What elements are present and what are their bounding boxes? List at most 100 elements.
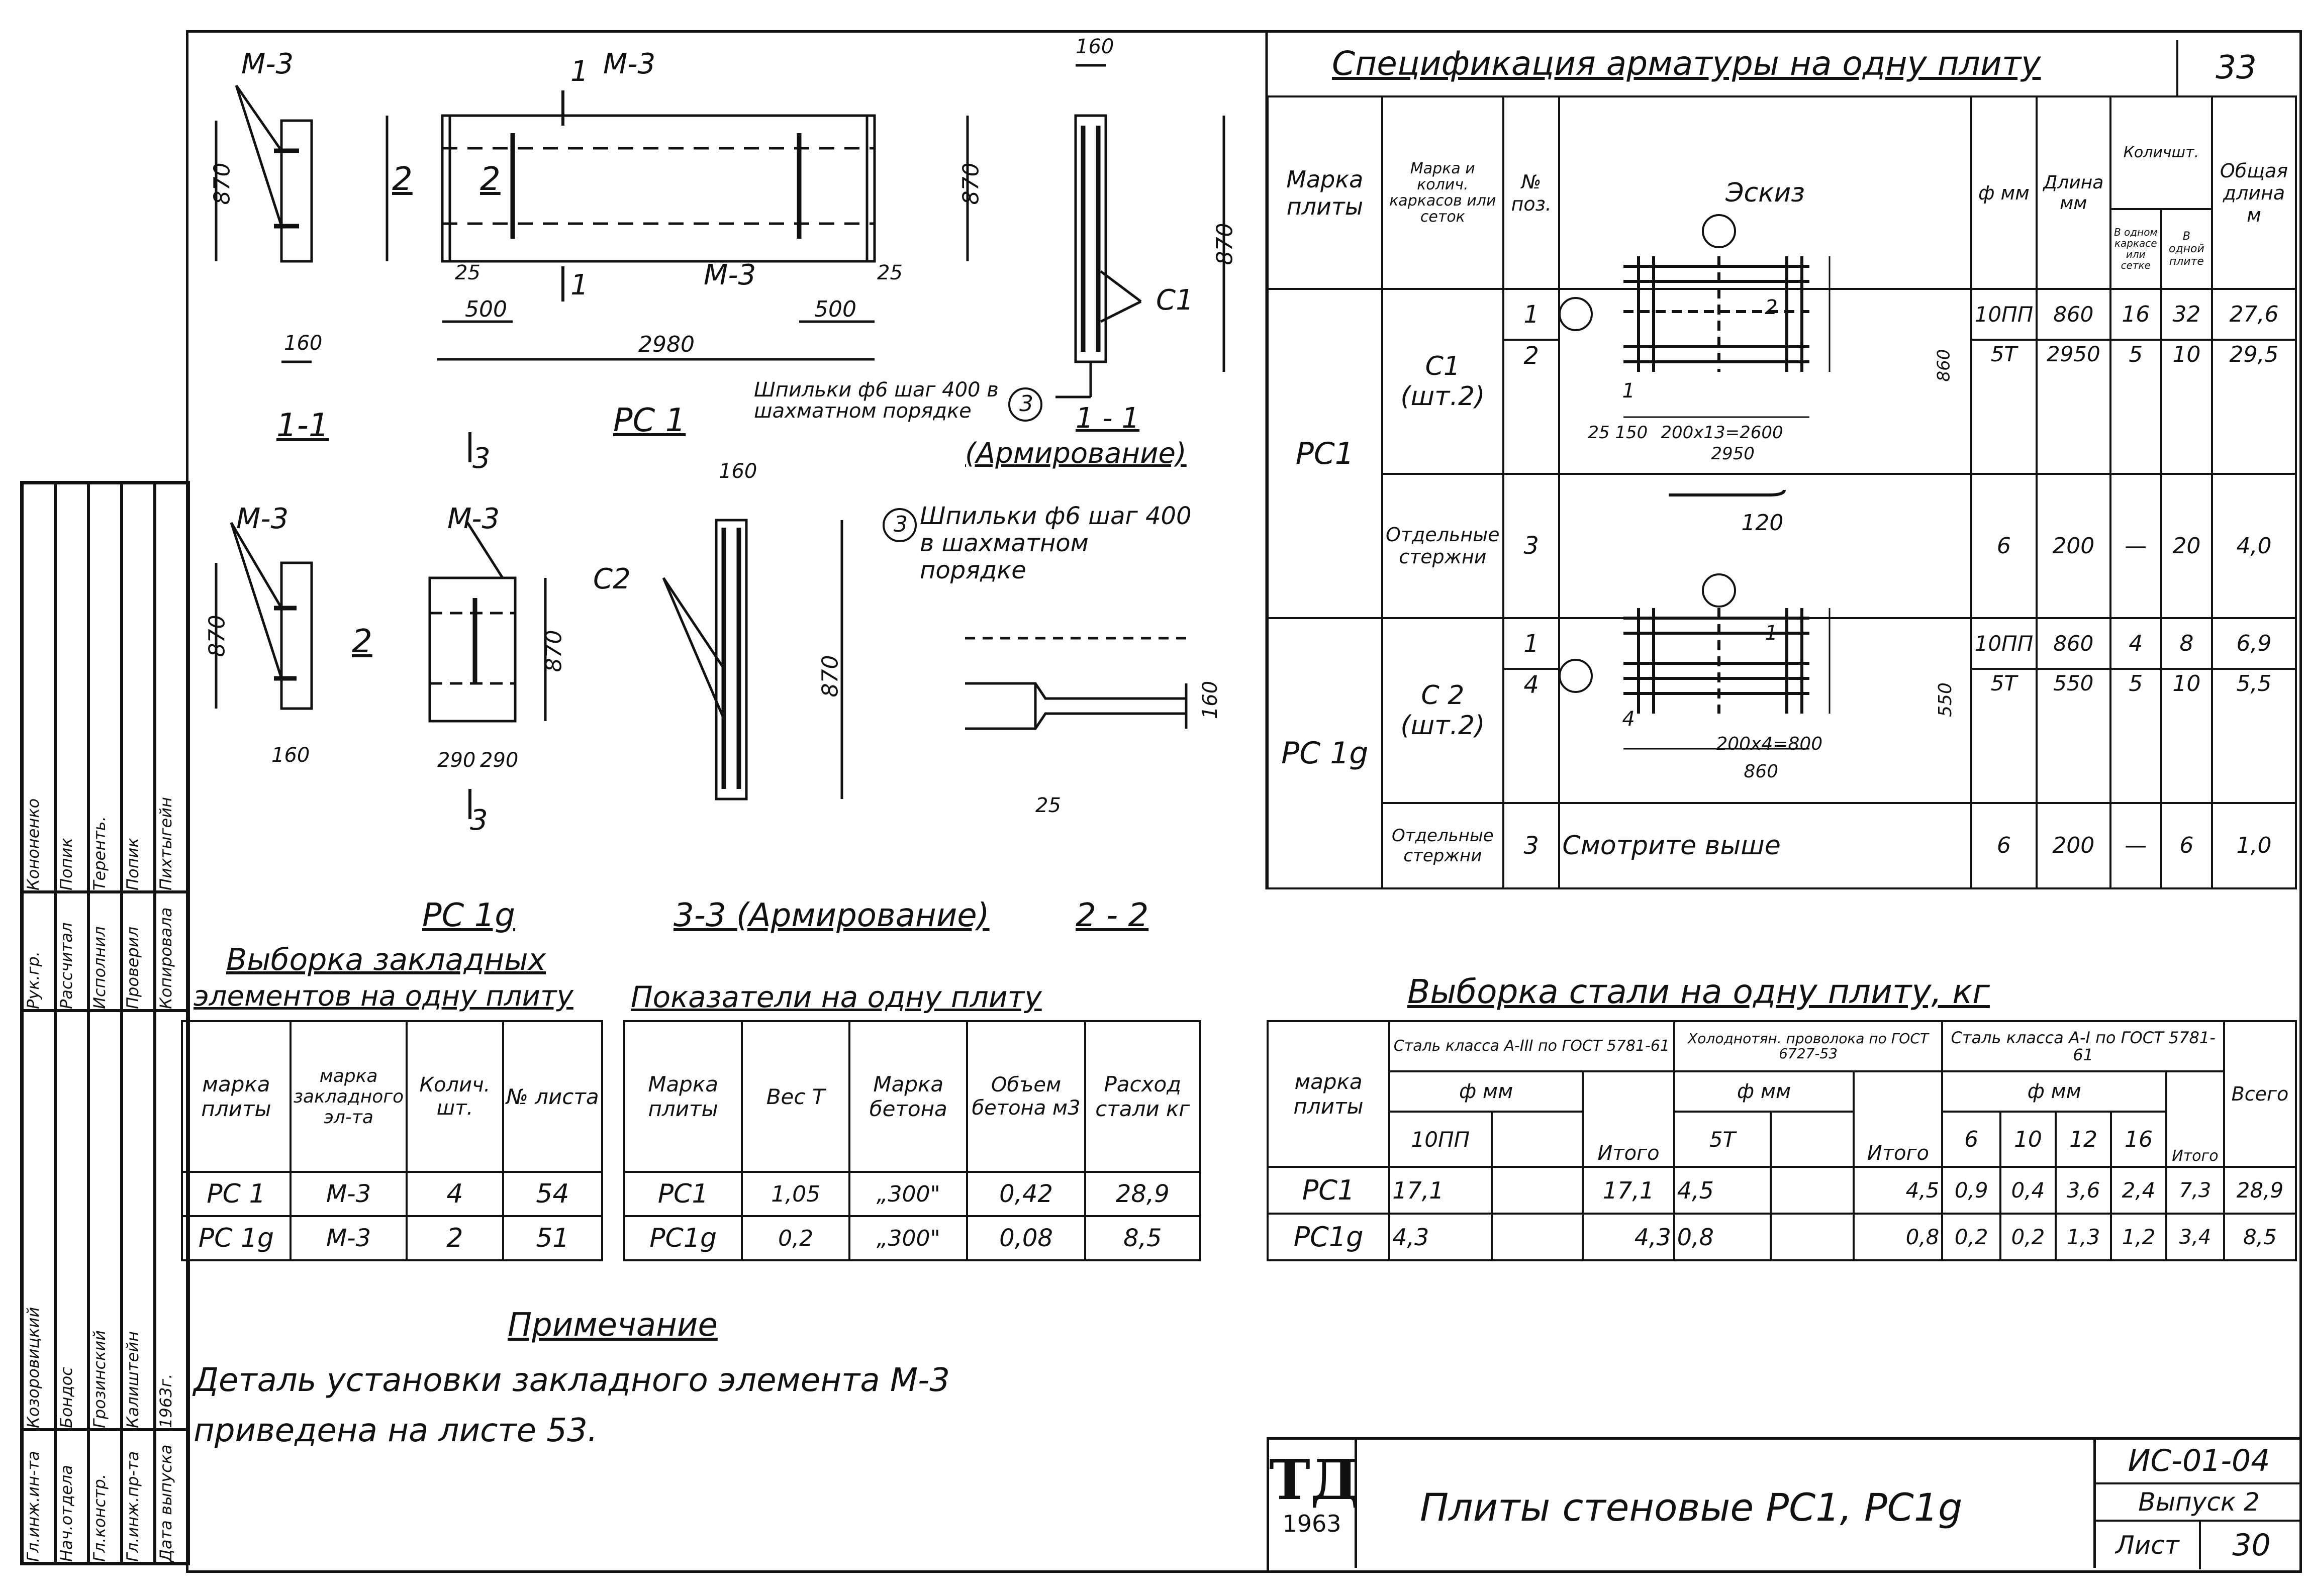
spec-header-pos: № поз. xyxy=(1502,95,1561,290)
indicators-cell: „300" xyxy=(848,1171,969,1217)
indicators-header: Объем бетона м3 xyxy=(966,1020,1086,1173)
embedded-header: марка плиты xyxy=(181,1020,292,1173)
section-2-2-title: 2 - 2 xyxy=(1076,897,1149,934)
embedded-header: № листа xyxy=(502,1020,604,1173)
steel-group-2: Холоднотян. проволока по ГОСТ 6727-53 xyxy=(1673,1020,1944,1072)
dim-label: 25 xyxy=(1035,794,1061,817)
side-stamp-row: Рассчитал Попик xyxy=(55,483,88,1011)
spec-header-qty-plate: В одной плите xyxy=(2160,208,2214,290)
indicators-header: Расход стали кг xyxy=(1084,1020,1202,1173)
side-stamp-person: Кононенко xyxy=(22,483,55,892)
side-stamp-person: Козоровицкий xyxy=(22,1011,55,1430)
spec-row: Отдельные стержни 3 120 6 200 — 20 4,0 xyxy=(1268,472,2297,620)
side-stamp-role: Рассчитал xyxy=(55,892,88,1011)
embedded-cell: 54 xyxy=(502,1171,604,1217)
sketch-c1-left: 25 150 xyxy=(1588,422,1648,443)
spec-header-total: Общая длина м xyxy=(2211,95,2297,290)
indicators-header: Марка плиты xyxy=(623,1020,743,1173)
indicators-cell: PC1g xyxy=(623,1215,743,1261)
spec-row: PC1 С1 (шт.2) 1 200x13=2600 25 150 2950 … xyxy=(1267,288,2297,620)
spec-len: 550 xyxy=(2035,668,2111,804)
dim-label: 870 xyxy=(204,615,230,657)
steel-sub xyxy=(1490,1111,1584,1168)
pos-label: 3 xyxy=(1019,391,1033,417)
logo-year: 1963 xyxy=(1282,1510,1341,1537)
spec-header-plate: Марка плиты xyxy=(1267,95,1383,290)
dim-label: 870 xyxy=(541,630,567,672)
spec-total: 27,6 xyxy=(2211,288,2297,341)
embedded-table-title: Выборка закладных xyxy=(226,942,546,977)
spec-sketch-c2: 200x4=800 860 550 1 4 xyxy=(1558,617,1972,804)
embedded-cell: М-3 xyxy=(289,1171,408,1217)
series-code: ИС-01-04 xyxy=(2096,1440,2302,1484)
side-stamp-person: Бондос xyxy=(55,1011,88,1430)
circle-label: 4 xyxy=(1622,708,1635,731)
side-stamp-person: Грозинский xyxy=(88,1011,122,1430)
side-stamp-role: Проверил xyxy=(122,892,155,1011)
spec-row: PC 1g С 2 (шт.2) 1 200x4=800 860 550 1 4… xyxy=(1267,617,2297,889)
mark-m3-label: М-3 xyxy=(236,503,289,535)
steel-sub xyxy=(1770,1111,1855,1168)
sketch-c2-h: 550 xyxy=(1935,682,1956,718)
spec-plate: PC1 xyxy=(1267,288,1383,620)
side-stamp-person: 1963г. xyxy=(155,1011,188,1430)
mark-m3-label: М-3 xyxy=(447,503,500,535)
dim-label: 160 xyxy=(719,460,757,483)
spec-q2: 8 xyxy=(2160,617,2214,670)
steel-cell xyxy=(1490,1213,1584,1261)
spec-row: Отдельные стержни 3 Смотрите выше 6 200 … xyxy=(1268,802,2297,890)
side-stamp-row: Дата выпуска 1963г. xyxy=(155,1011,188,1563)
spec-frame: Отдельные стержни xyxy=(1381,802,1505,890)
spec-dia: 5Т xyxy=(1970,339,2038,475)
dim-label: 500 xyxy=(465,296,507,322)
steel-cell: 3,4 xyxy=(2165,1213,2225,1261)
steel-cell: 0,8 xyxy=(1673,1213,1772,1261)
sheet-frame xyxy=(186,30,2302,1573)
indicators-cell: 8,5 xyxy=(1084,1215,1202,1261)
spec-header-qty: Количшт. xyxy=(2109,95,2214,210)
steel-cell: 4,3 xyxy=(1388,1213,1493,1261)
note-title: Примечание xyxy=(508,1307,718,1344)
dim-label: 160 xyxy=(1199,680,1222,720)
spec-pos: 3 xyxy=(1502,472,1561,620)
steel-row: PC1 17,1 17,1 4,5 4,5 0,9 0,4 3,6 2,4 7,… xyxy=(1266,1166,2297,1215)
cut-label: 1 xyxy=(570,55,589,88)
steel-sub: 12 xyxy=(2054,1111,2112,1168)
indicators-header: Марка бетона xyxy=(848,1020,969,1173)
circle-label: 2 xyxy=(1765,296,1778,320)
embedded-cell: М-3 xyxy=(289,1215,408,1261)
steel-header-total: Всего xyxy=(2223,1020,2297,1168)
side-stamp-role: Рук.гр. xyxy=(22,892,55,1011)
steel-cell: PC1 xyxy=(1266,1166,1391,1215)
side-stamp-row: Рук.гр. Кононенко xyxy=(22,483,55,1011)
dim-label: 290 xyxy=(480,749,519,772)
steel-cell xyxy=(1770,1166,1855,1215)
dim-label: 2980 xyxy=(638,332,695,357)
embedded-cell: PC 1 xyxy=(181,1171,292,1217)
steel-cell: 3,6 xyxy=(2054,1166,2112,1215)
sheet-number: 30 xyxy=(2232,1528,2271,1563)
sheet-meta: ИС-01-04 Выпуск 2 Лист 30 xyxy=(2093,1440,2302,1569)
spec-sketch-c1: 200x13=2600 25 150 2950 860 2 1 xyxy=(1558,288,1972,475)
sketch-c1-h: 860 xyxy=(1934,349,1954,382)
spec-q2: 10 xyxy=(2160,339,2214,475)
spec-header-sketch: Эскиз xyxy=(1558,95,1972,290)
indicators-row: PC1g 0,2 „300" 0,08 8,5 xyxy=(623,1215,1202,1261)
spec-q2: 20 xyxy=(2160,472,2214,620)
spec-header-length: Длина мм xyxy=(2035,95,2111,290)
steel-table-title: Выборка стали на одну плиту, кг xyxy=(1407,972,1990,1011)
steel-cell: 4,5 xyxy=(1673,1166,1772,1215)
spec-header-frame: Марка и колич. каркасов или сеток xyxy=(1381,95,1505,290)
circle-label: 1 xyxy=(1765,622,1778,645)
spec-len: 2950 xyxy=(2035,339,2111,475)
steel-cell: 1,3 xyxy=(2054,1213,2112,1261)
steel-header-plate: марка плиты xyxy=(1266,1020,1391,1168)
steel-cell: 2,4 xyxy=(2109,1166,2168,1215)
side-stamp-row: Гл.инж.ин-та Козоровицкий xyxy=(22,1011,55,1563)
spec-header-qty-one: В одном каркасе или сетке xyxy=(2109,208,2162,290)
embedded-row: PC 1 М-3 4 54 xyxy=(181,1171,604,1217)
steel-sub: 10ПП xyxy=(1388,1111,1493,1168)
spec-q2: 32 xyxy=(2160,288,2214,341)
steel-sub: Итого xyxy=(1582,1070,1675,1168)
spec-frame: Отдельные стержни xyxy=(1381,472,1505,620)
